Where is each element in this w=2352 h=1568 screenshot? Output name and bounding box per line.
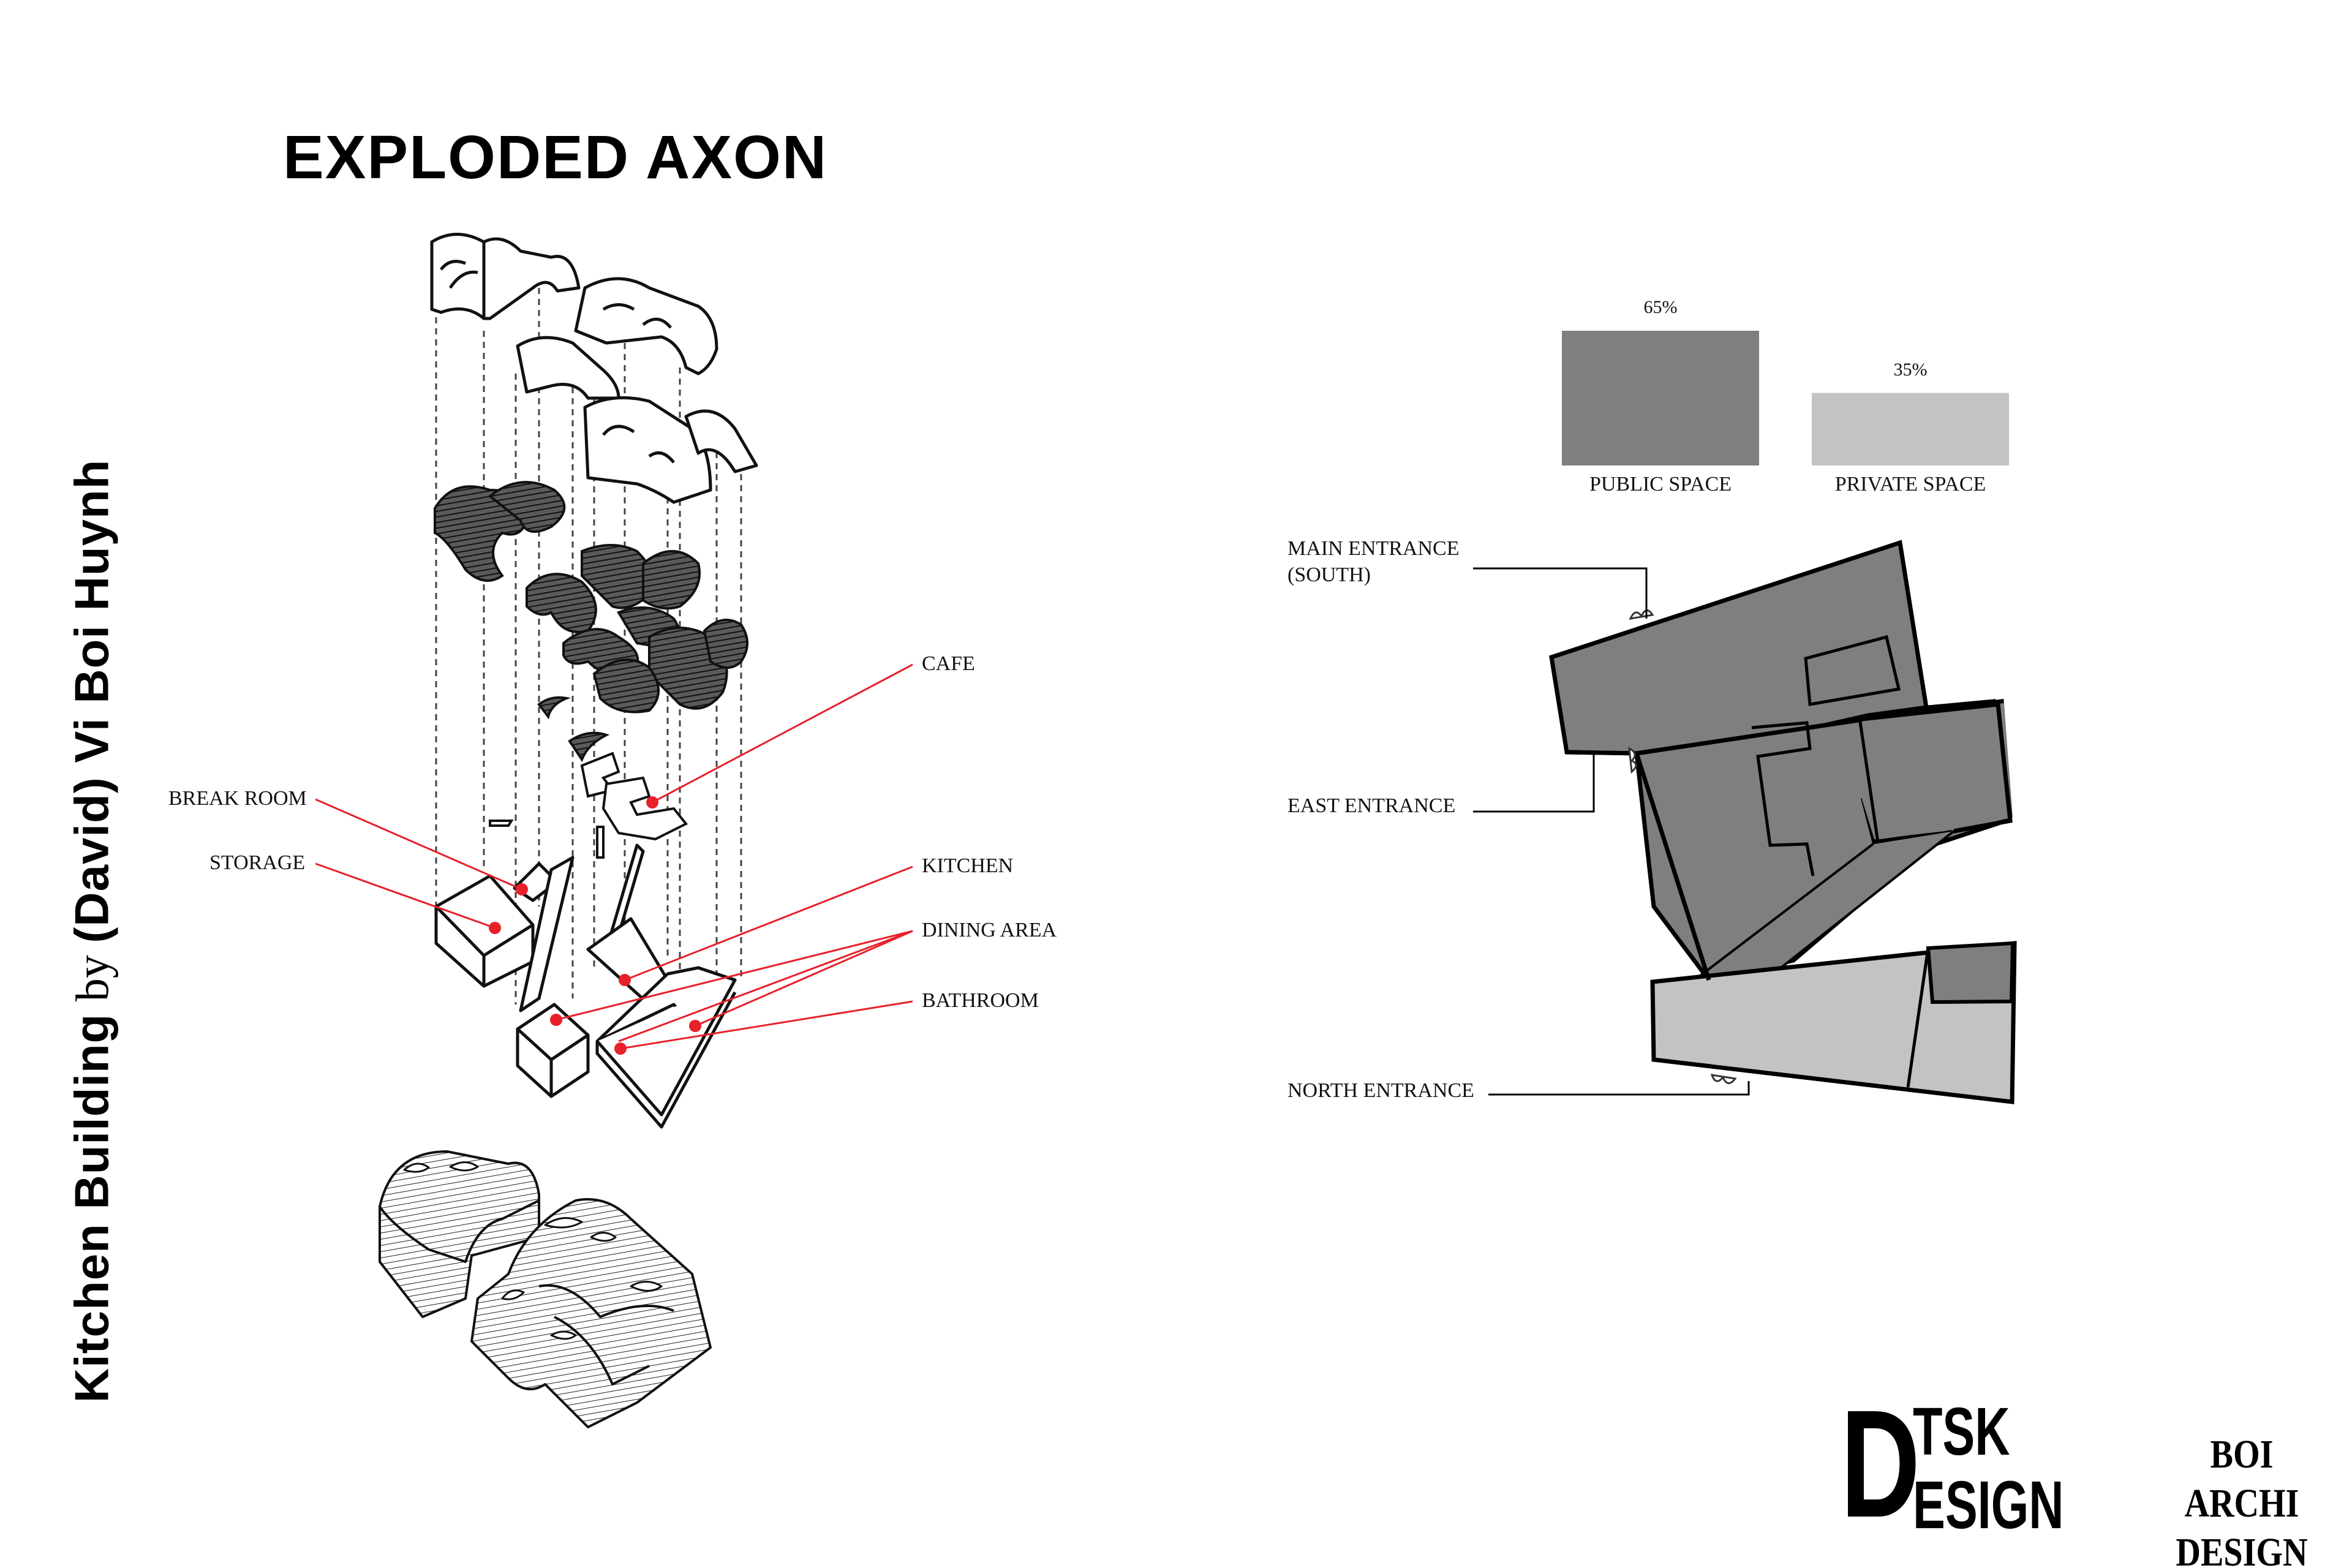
axon-markers [489, 796, 701, 1055]
label-east-entrance: EAST ENTRANCE [1287, 794, 1456, 817]
page-title: EXPLODED AXON [283, 123, 828, 192]
logo-boi-line1: BOI ARCHI [2184, 1432, 2299, 1526]
floor-plates [434, 481, 748, 763]
boi-archi-design-logo: BOI ARCHI DESIGN [2158, 1430, 2325, 1568]
roof-vaults [430, 233, 758, 504]
logo-esign: ESIGN [1913, 1468, 2064, 1543]
chart-value-label-public: 65% [1643, 297, 1678, 317]
plan-outline-south-east [1855, 705, 1929, 722]
label-dining-area: DINING AREA [922, 919, 1057, 941]
label-storage: STORAGE [209, 851, 306, 874]
label-bathroom: BATHROOM [922, 989, 1039, 1012]
plan-private-room [1926, 941, 2015, 1005]
floor-footprint [489, 752, 688, 859]
label-main-entrance-direction: (SOUTH) [1287, 564, 1371, 586]
marker-dining-1 [550, 1014, 562, 1026]
plan-connector-edge-a [1689, 843, 1874, 984]
label-kitchen: KITCHEN [922, 854, 1014, 877]
label-main-entrance: MAIN ENTRANCE [1287, 537, 1460, 560]
label-cafe: CAFE [922, 652, 975, 675]
marker-cafe [646, 796, 658, 809]
marker-kitchen [619, 974, 631, 986]
marker-break-room [516, 883, 528, 895]
plan-connector-edge-b [1772, 830, 1955, 975]
label-break-room: BREAK ROOM [168, 787, 307, 810]
marker-storage [489, 922, 501, 934]
logo-tsk: TSK [1913, 1394, 2010, 1469]
logo-boi-line2: DESIGN [2176, 1530, 2308, 1568]
axon-leader-lines [315, 663, 913, 1050]
plan-right-block [1856, 704, 2009, 833]
chart-category-label-private: PRIVATE SPACE [1834, 473, 1986, 496]
chart-category-label-public: PUBLIC SPACE [1589, 473, 1732, 496]
plan-interior-walls [1751, 635, 1930, 1088]
plan-east-outline [1855, 702, 2013, 834]
marker-bathroom [614, 1042, 627, 1055]
chart-value-label-private: 35% [1893, 359, 1928, 380]
dtsk-design-logo: D TSK ESIGN [1841, 1387, 2098, 1547]
logo-letter-d: D [1841, 1378, 1920, 1549]
assembled-building [379, 1150, 712, 1428]
plan-core-outline [1566, 717, 1863, 981]
plan-connector [1691, 831, 1954, 983]
plan-leader-lines [1473, 567, 1750, 1096]
label-north-entrance: NORTH ENTRANCE [1287, 1079, 1474, 1102]
marker-dining-2 [689, 1020, 701, 1032]
